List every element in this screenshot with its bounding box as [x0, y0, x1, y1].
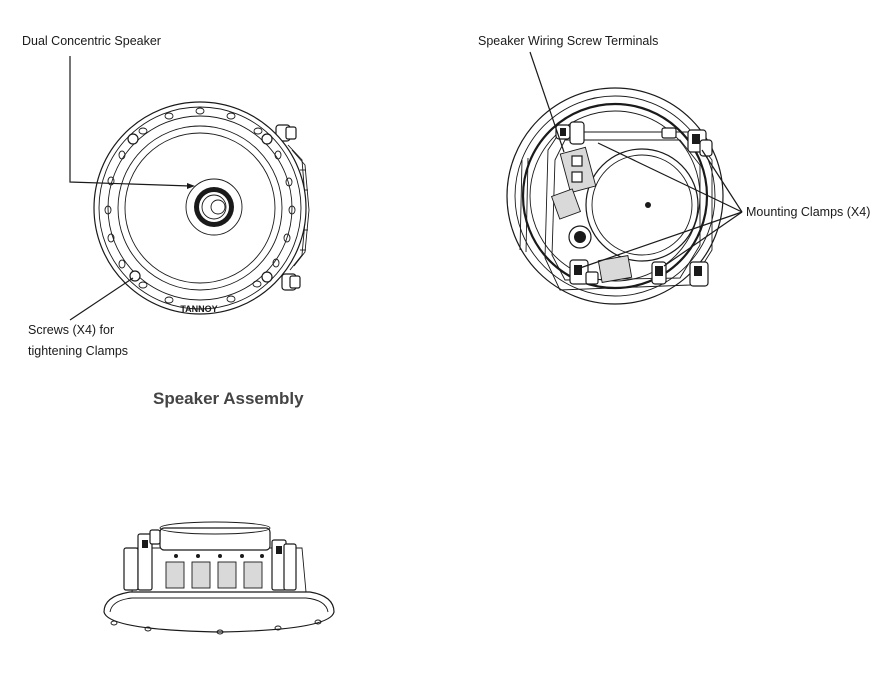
dual-concentric-leader	[69, 56, 191, 187]
wiring-terminals-label: Speaker Wiring Screw Terminals	[478, 34, 658, 48]
side-flange-holes	[110, 619, 322, 635]
side-clamp-left	[123, 529, 161, 591]
screws-leader	[69, 277, 134, 321]
side-basket-windows	[165, 554, 264, 589]
dual-concentric-label: Dual Concentric Speaker	[22, 34, 161, 48]
screws-label-line1: Screws (X4) for	[28, 323, 114, 337]
clamps-leaders	[579, 142, 743, 269]
speaker-assembly-caption: Speaker Assembly	[153, 389, 304, 408]
clamp-bottom-right	[651, 261, 709, 287]
side-flange	[103, 591, 335, 633]
brand-logo: TANNOY	[180, 304, 217, 314]
flange-holes	[104, 107, 296, 304]
speaker-side-view-icon	[103, 521, 335, 635]
wiring-leader	[529, 51, 565, 153]
speaker-front-view-icon: TANNOY	[93, 101, 310, 315]
wiring-terminals	[550, 146, 597, 220]
rear-magnet	[585, 148, 699, 262]
mounting-clamps	[555, 121, 713, 287]
mounting-clamps-label: Mounting Clamps (X4)	[746, 205, 870, 219]
clamp-top-left	[555, 121, 585, 145]
speaker-rear-view-icon	[506, 87, 724, 305]
clamp-bottom-left	[569, 259, 599, 285]
side-clamp-right	[271, 539, 297, 591]
screws-label-line2: tightening Clamps	[28, 344, 128, 358]
